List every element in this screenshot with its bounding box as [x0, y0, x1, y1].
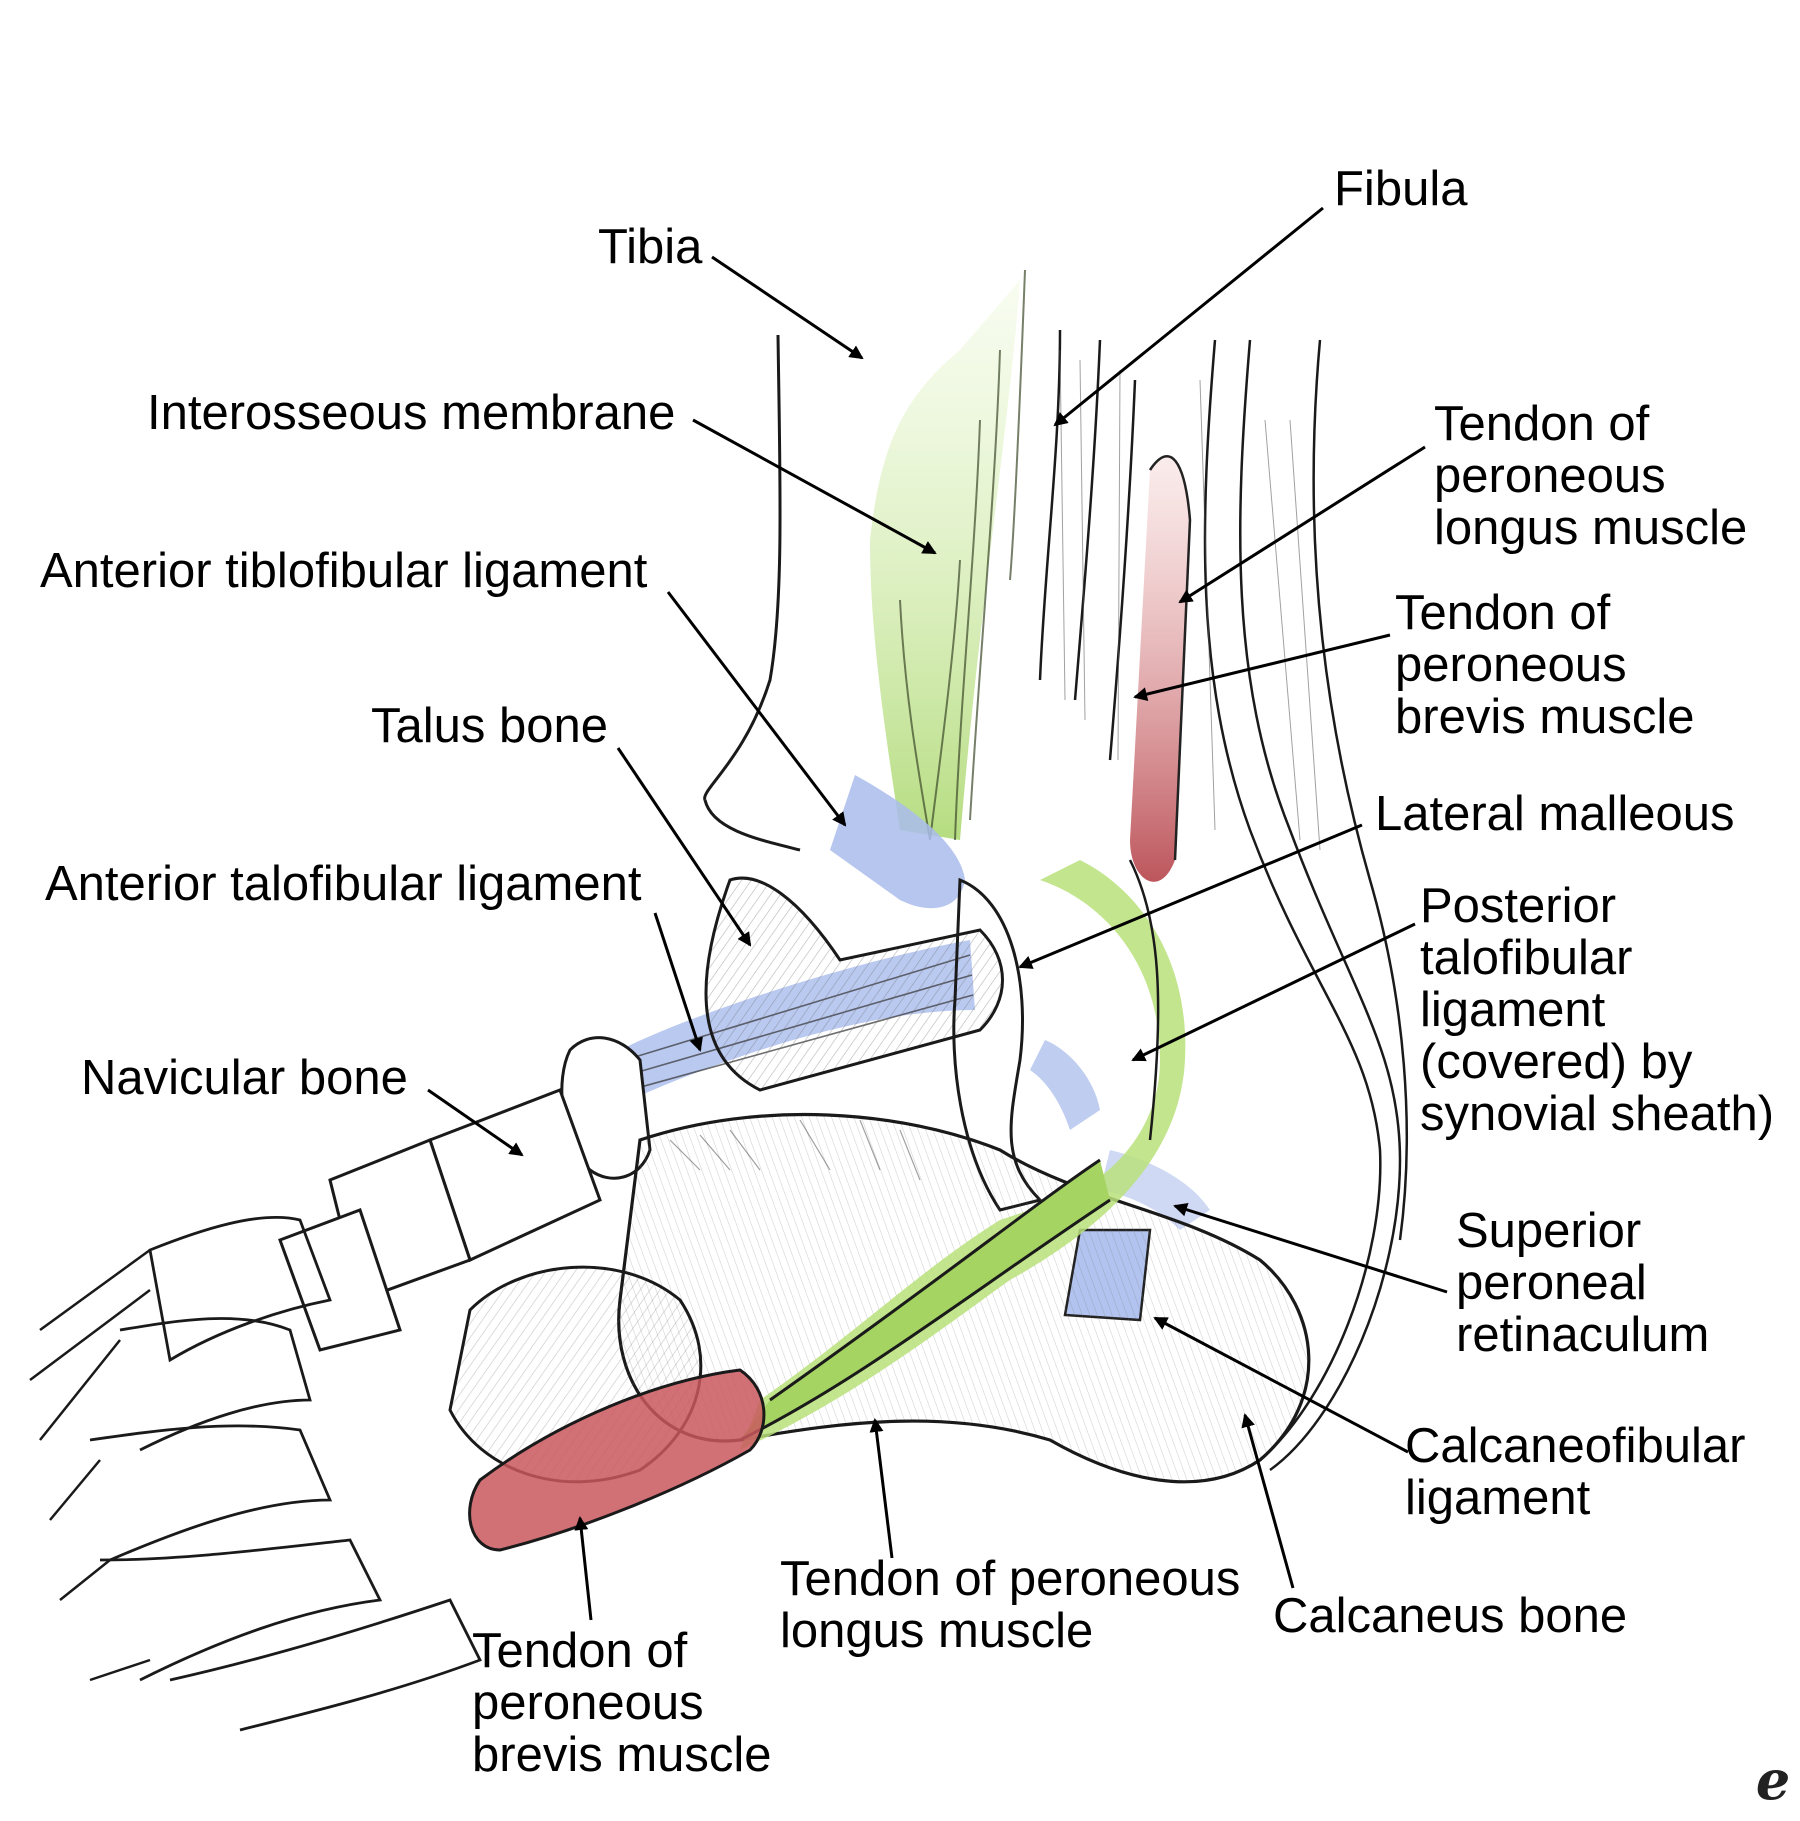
label-calcaneus-bone: Calcaneus bone: [1273, 1589, 1628, 1643]
anterior-tibiofibular-ligament: [830, 775, 965, 909]
label-tendon-peroneus-brevis-lower: Tendon of peroneous brevis muscle: [472, 1625, 772, 1781]
label-line: ligament: [1420, 983, 1606, 1037]
label-lateral-malleolus: Lateral malleous: [1375, 787, 1735, 841]
label-line: peroneous: [1434, 449, 1666, 503]
label-tibia: Tibia: [598, 220, 703, 274]
label-line: synovial sheath): [1420, 1087, 1775, 1141]
talus-bone: [704, 876, 1004, 1092]
interosseous-membrane: [870, 269, 1026, 841]
peroneus-longus-tendon-upper: [1130, 455, 1192, 882]
label-line: brevis muscle: [472, 1728, 772, 1782]
label-line: talofibular: [1420, 931, 1633, 985]
label-interosseous-membrane: Interosseous membrane: [147, 386, 676, 440]
label-line: peroneal: [1456, 1256, 1647, 1310]
label-line: peroneous: [472, 1676, 704, 1730]
label-talus-bone: Talus bone: [371, 699, 609, 753]
label-calcaneofibular-ligament: Calcaneofibular ligament: [1405, 1420, 1746, 1524]
label-line: ligament: [1405, 1471, 1591, 1525]
label-line: Calcaneofibular: [1405, 1419, 1746, 1473]
label-tendon-peroneus-brevis-upper: Tendon of peroneous brevis muscle: [1395, 587, 1695, 743]
label-tendon-peroneus-longus-upper: Tendon of peroneous longus muscle: [1434, 398, 1747, 554]
peroneus-longus-tendon: [739, 859, 1186, 1450]
label-anterior-talofibular-ligament: Anterior talofibular ligament: [45, 857, 642, 911]
label-line: Superior: [1456, 1204, 1642, 1258]
tibia-bone: [703, 334, 801, 852]
leg-hatching: [1059, 349, 1321, 851]
achilles-tendon: [1203, 339, 1408, 1472]
leader-arrows: [427, 206, 1448, 1621]
label-line: (covered) by: [1420, 1035, 1693, 1089]
label-line: brevis muscle: [1395, 690, 1695, 744]
metatarsal-bones: [89, 1216, 482, 1732]
label-line: Tendon of peroneous: [780, 1552, 1241, 1606]
label-line: Posterior: [1420, 879, 1617, 933]
label-anterior-tibiofibular-ligament: Anterior tiblofibular ligament: [40, 544, 648, 598]
posterior-talofibular-ligament: [1030, 1040, 1100, 1130]
label-tendon-peroneus-longus-lower: Tendon of peroneous longus muscle: [780, 1553, 1240, 1657]
label-line: peroneous: [1395, 638, 1627, 692]
label-line: retinaculum: [1456, 1308, 1710, 1362]
phalanges: [29, 1248, 151, 1682]
label-line: longus muscle: [780, 1604, 1094, 1658]
label-line: Tendon of: [472, 1624, 688, 1678]
peroneus-brevis-tendon: [468, 1368, 766, 1552]
lateral-malleolus: [952, 877, 1043, 1212]
label-posterior-talofibular-ligament: Posterior talofibular ligament (covered)…: [1420, 880, 1774, 1140]
label-line: Tendon of: [1395, 586, 1611, 640]
watermark-logo: e: [1755, 1748, 1791, 1812]
label-navicular-bone: Navicular bone: [81, 1051, 408, 1105]
foot-hatching: [669, 1119, 921, 1181]
fibula-bone: [1038, 329, 1137, 761]
label-superior-peroneal-retinaculum: Superior peroneal retinaculum: [1456, 1205, 1709, 1361]
label-line: longus muscle: [1434, 501, 1748, 555]
label-line: Tendon of: [1434, 397, 1650, 451]
label-fibula: Fibula: [1334, 162, 1468, 216]
